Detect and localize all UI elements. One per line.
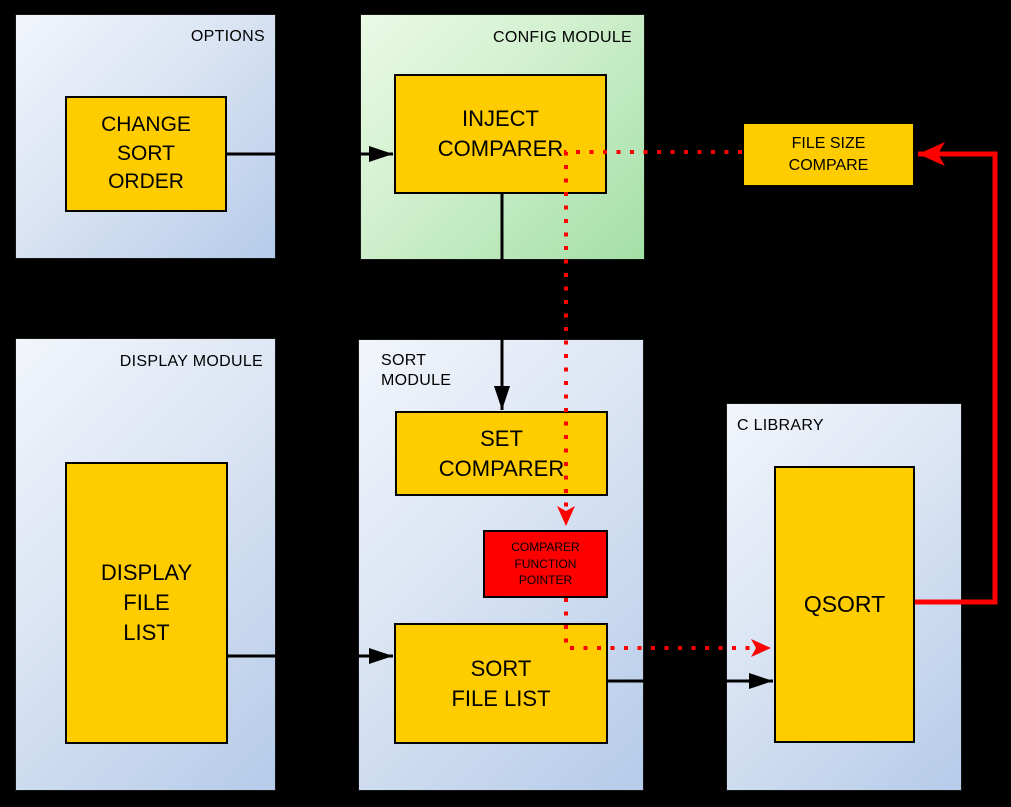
node-file-size-compare: FILE SIZE COMPARE	[742, 122, 915, 187]
node-qsort: QSORT	[774, 466, 915, 743]
node-inject-comparer: INJECT COMPARER	[394, 74, 607, 194]
module-config-label: CONFIG MODULE	[492, 29, 632, 46]
module-c-library-label: C LIBRARY	[737, 417, 824, 434]
node-set-comparer: SET COMPARER	[395, 411, 608, 496]
module-sort-label: SORT MODULE	[381, 352, 452, 389]
node-comparer-function-pointer: COMPARER FUNCTION POINTER	[483, 530, 608, 598]
node-display-file-list: DISPLAY FILE LIST	[65, 462, 228, 744]
node-sort-file-list: SORT FILE LIST	[394, 623, 608, 744]
module-options-label: OPTIONS	[190, 28, 265, 45]
module-display-label: DISPLAY MODULE	[119, 353, 263, 370]
node-change-sort-order: CHANGE SORT ORDER	[65, 96, 227, 212]
